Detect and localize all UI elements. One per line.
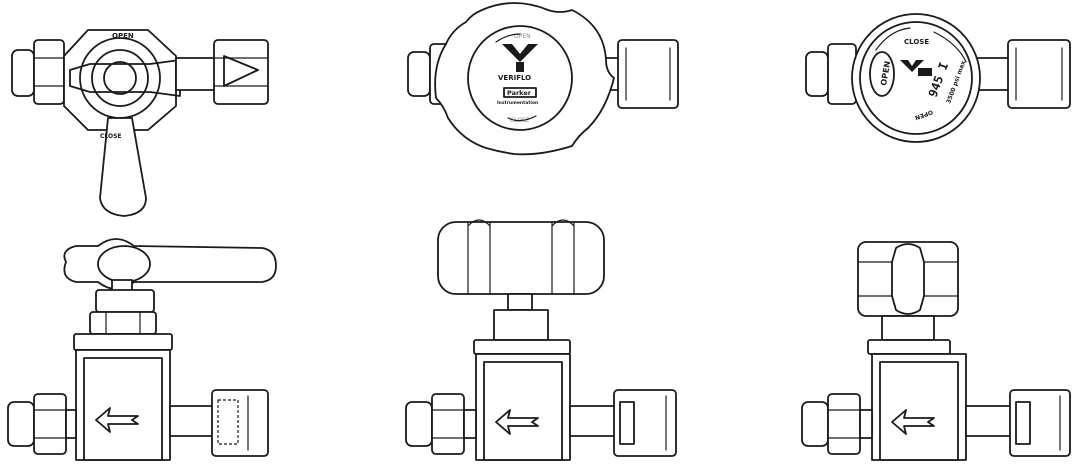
outlet-nut: [617, 39, 679, 109]
inlet-nut: [7, 401, 35, 447]
lever-arm: [99, 117, 147, 217]
packing-nut: [73, 333, 173, 351]
inlet-nut: [405, 401, 433, 447]
bonnet-nut: [95, 289, 155, 313]
outlet-nut: [1007, 39, 1071, 109]
dial-open-mark: OPEN: [112, 32, 134, 40]
round-valve-side-view: [801, 241, 1071, 461]
brand-label: VERIFLO: [498, 74, 531, 82]
veriflo-logo: [900, 60, 924, 72]
flow-arrow: [891, 409, 935, 435]
inlet-nut: [805, 51, 829, 97]
stem: [507, 293, 533, 311]
maker-label: Parker: [507, 89, 532, 97]
dial-close-mark: CLOSE: [100, 133, 122, 140]
knob-valve-top-view: VERIFLO Parker Instrumentation OPEN CLOS…: [407, 2, 679, 156]
inlet-nut: [407, 51, 431, 97]
division-label: Instrumentation: [497, 100, 538, 106]
star-knob-side: [437, 221, 605, 295]
outlet-nut: [211, 389, 269, 457]
bonnet-nut: [493, 309, 549, 341]
veriflo-logo: [502, 44, 538, 62]
bonnet-nut: [881, 315, 935, 341]
packing-nut: [867, 339, 951, 355]
flow-arrow: [495, 409, 539, 435]
inlet-hex: [33, 39, 65, 105]
round-valve-top-view: OPEN CLOSE OPEN 945 I 3500 psi max.: [805, 13, 1071, 143]
open-mark: OPEN: [514, 33, 531, 40]
close-top-label: CLOSE: [904, 38, 929, 46]
knob-valve-side-view: [405, 219, 677, 461]
inlet-hex: [33, 393, 67, 455]
knob-face: [467, 25, 573, 131]
lever-valve-side-view: [7, 238, 277, 461]
lever-handle: [63, 238, 277, 290]
open-button: [869, 51, 895, 97]
inlet-nut: [11, 49, 35, 97]
inlet-nut: [801, 401, 829, 447]
open-left-label: OPEN: [879, 60, 892, 86]
lever-valve-top-view: OPEN CLOSE: [11, 29, 269, 217]
maker-plate: [918, 68, 932, 76]
inlet-hex: [827, 393, 861, 455]
packing-nut: [473, 339, 571, 355]
maker-plate: [503, 87, 537, 98]
flow-arrow: [95, 407, 139, 433]
inlet-hex: [431, 393, 465, 455]
